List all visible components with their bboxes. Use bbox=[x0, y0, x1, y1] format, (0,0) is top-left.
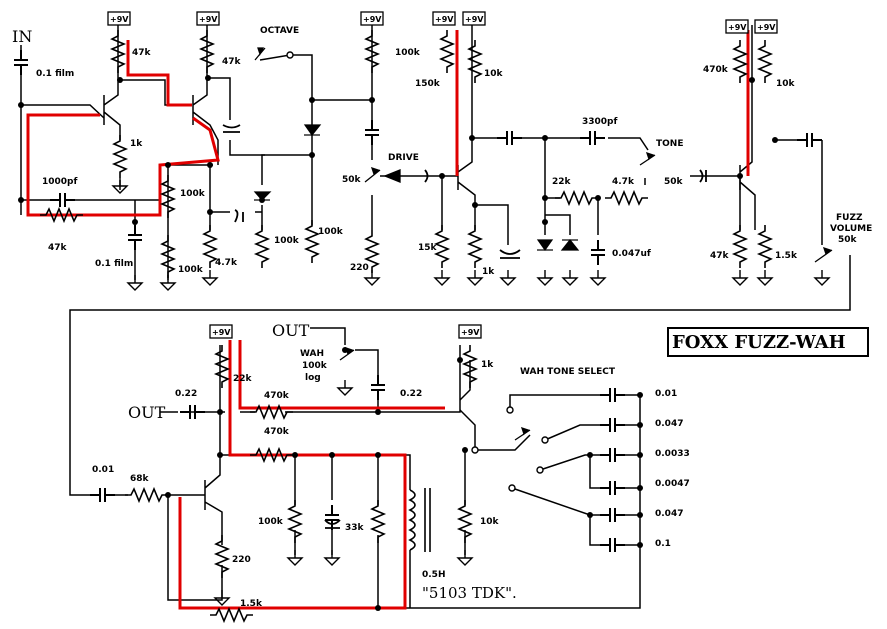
svg-text:10k: 10k bbox=[484, 69, 504, 79]
svg-text:50k: 50k bbox=[664, 177, 684, 187]
svg-text:22k: 22k bbox=[552, 177, 572, 187]
svg-text:68k: 68k bbox=[130, 474, 150, 484]
supply-5: +9V bbox=[462, 11, 486, 26]
supply-1: +9V bbox=[107, 11, 131, 26]
label-wah: WAH bbox=[300, 349, 324, 359]
svg-text:1k: 1k bbox=[482, 267, 495, 277]
svg-text:+9V: +9V bbox=[728, 23, 747, 32]
svg-text:47k: 47k bbox=[132, 48, 152, 58]
supply-boxes: +9V +9V +9V +9V +9V +9V +9V +9V +9V bbox=[107, 11, 778, 339]
svg-text:0.1 film: 0.1 film bbox=[36, 69, 74, 79]
svg-text:47k: 47k bbox=[48, 243, 68, 253]
svg-text:1k: 1k bbox=[130, 139, 143, 149]
svg-text:470k: 470k bbox=[703, 65, 729, 75]
wiring-bottom bbox=[69, 255, 851, 609]
label-wah-value: 100k bbox=[302, 361, 328, 371]
svg-text:+9V: +9V bbox=[199, 15, 218, 24]
svg-text:47k: 47k bbox=[222, 57, 242, 67]
svg-text:0.1 film: 0.1 film bbox=[95, 259, 133, 269]
svg-text:47k: 47k bbox=[710, 251, 730, 261]
svg-text:100k: 100k bbox=[274, 236, 300, 246]
svg-text:1.5k: 1.5k bbox=[775, 251, 798, 261]
label-out-main: OUT bbox=[128, 403, 166, 422]
svg-text:100k: 100k bbox=[318, 227, 344, 237]
svg-text:10k: 10k bbox=[776, 79, 796, 89]
label-wah-taper: log bbox=[305, 373, 321, 383]
supply-7: +9V bbox=[754, 19, 778, 34]
label-tone: TONE bbox=[656, 139, 683, 149]
diodes bbox=[253, 124, 580, 252]
svg-text:0.047: 0.047 bbox=[655, 509, 683, 519]
electrolytic-caps bbox=[222, 124, 707, 529]
svg-text:33k: 33k bbox=[345, 523, 365, 533]
title-box bbox=[667, 327, 869, 357]
svg-text:0.047uf: 0.047uf bbox=[612, 249, 651, 259]
supply-2: +9V bbox=[196, 11, 220, 26]
svg-text:1000pf: 1000pf bbox=[42, 177, 77, 187]
supply-4: +9V bbox=[432, 11, 456, 26]
svg-text:22k: 22k bbox=[233, 374, 253, 384]
label-drive: DRIVE bbox=[388, 153, 419, 163]
svg-text:+9V: +9V bbox=[110, 15, 129, 24]
label-fuzz: FUZZ bbox=[836, 213, 863, 223]
label-inductor-value: 0.5H bbox=[422, 570, 445, 580]
svg-text:100k: 100k bbox=[178, 265, 204, 275]
label-in: IN bbox=[12, 27, 32, 46]
svg-text:0.01: 0.01 bbox=[92, 465, 114, 475]
svg-text:100k: 100k bbox=[395, 48, 421, 58]
svg-text:3300pf: 3300pf bbox=[582, 117, 617, 127]
svg-text:0.1: 0.1 bbox=[655, 539, 671, 549]
label-volume: VOLUME bbox=[830, 224, 872, 234]
svg-text:15k: 15k bbox=[418, 243, 438, 253]
inductor bbox=[408, 488, 431, 552]
svg-text:100k: 100k bbox=[258, 517, 284, 527]
svg-text:150k: 150k bbox=[415, 79, 441, 89]
highlight-paths bbox=[26, 30, 750, 610]
supply-8: +9V bbox=[209, 324, 233, 339]
pots bbox=[254, 47, 833, 441]
supply-3: +9V bbox=[360, 11, 384, 26]
svg-text:+9V: +9V bbox=[435, 15, 454, 24]
label-octave: OCTAVE bbox=[260, 26, 299, 36]
label-volume-pot: 50k bbox=[838, 235, 858, 245]
junction-dots bbox=[18, 75, 778, 611]
svg-text:+9V: +9V bbox=[757, 23, 776, 32]
svg-text:10k: 10k bbox=[480, 517, 500, 527]
svg-text:+9V: +9V bbox=[461, 328, 480, 337]
supply-9: +9V bbox=[458, 324, 482, 339]
svg-text:0.047: 0.047 bbox=[655, 419, 683, 429]
svg-text:0.01: 0.01 bbox=[655, 389, 677, 399]
svg-text:+9V: +9V bbox=[465, 15, 484, 24]
svg-text:0.0047: 0.0047 bbox=[655, 479, 690, 489]
svg-text:0.22: 0.22 bbox=[400, 389, 422, 399]
labels: IN OUT OUT OCTAVE DRIVE TONE FUZZ VOLUME… bbox=[12, 26, 872, 609]
svg-text:0.22: 0.22 bbox=[175, 389, 197, 399]
label-wah-tone-select: WAH TONE SELECT bbox=[520, 367, 616, 377]
svg-text:4.7k: 4.7k bbox=[612, 177, 635, 187]
svg-text:220: 220 bbox=[232, 555, 251, 565]
svg-text:100k: 100k bbox=[180, 189, 206, 199]
svg-text:470k: 470k bbox=[264, 427, 290, 437]
svg-text:0.0033: 0.0033 bbox=[655, 449, 690, 459]
label-inductor-part: "5103 TDK". bbox=[422, 584, 517, 602]
label-out-wah: OUT bbox=[272, 321, 310, 340]
svg-text:470k: 470k bbox=[264, 391, 290, 401]
svg-text:50k: 50k bbox=[342, 175, 362, 185]
svg-text:4.7k: 4.7k bbox=[215, 258, 238, 268]
schematic-title: FOXX FUZZ-WAH bbox=[672, 332, 846, 353]
svg-text:+9V: +9V bbox=[212, 328, 231, 337]
supply-6: +9V bbox=[725, 19, 749, 34]
svg-text:+9V: +9V bbox=[363, 15, 382, 24]
svg-text:220: 220 bbox=[350, 263, 369, 273]
svg-text:1.5k: 1.5k bbox=[240, 599, 263, 609]
switch-contacts bbox=[286, 51, 549, 492]
svg-text:1k: 1k bbox=[481, 360, 494, 370]
